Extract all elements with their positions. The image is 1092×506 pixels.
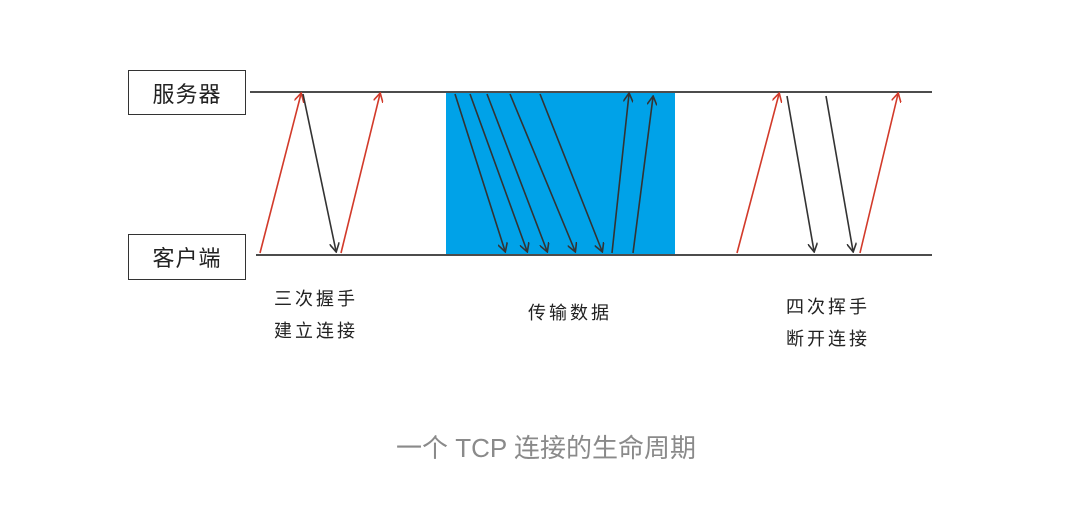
handshake-label: 三次握手 建立连接 [256,284,376,348]
teardown-line1: 四次挥手 [786,297,870,318]
teardown-label: 四次挥手 断开连接 [768,292,888,356]
server-label: 服务器 [128,70,246,115]
syn-ack-arrow [302,93,336,251]
ack-arrow [340,94,380,254]
data-ack-arrow [632,97,653,254]
data-arrow [486,93,547,251]
data-arrow [469,93,527,251]
ack-arrow [786,95,814,251]
transfer-label: 传输数据 [500,298,640,330]
fin-arrow [825,95,853,251]
handshake-line2: 建立连接 [274,321,358,342]
teardown-line2: 断开连接 [786,329,870,350]
data-arrow [454,93,505,251]
handshake-arrows [259,93,380,254]
data-ack-arrow [611,94,629,254]
transfer-line1: 传输数据 [528,303,612,324]
syn-arrow [259,94,301,254]
handshake-line1: 三次握手 [274,289,358,310]
data-arrow [509,93,575,251]
transfer-arrows [454,93,653,254]
server-label-text: 服务器 [152,82,222,108]
figure-caption: 一个 TCP 连接的生命周期 [396,433,696,463]
client-label: 客户端 [128,234,246,280]
client-label-text: 客户端 [152,247,222,272]
fin-arrow [736,94,779,254]
data-arrow [539,93,602,251]
teardown-arrows [736,94,898,254]
ack-arrow [859,94,898,254]
